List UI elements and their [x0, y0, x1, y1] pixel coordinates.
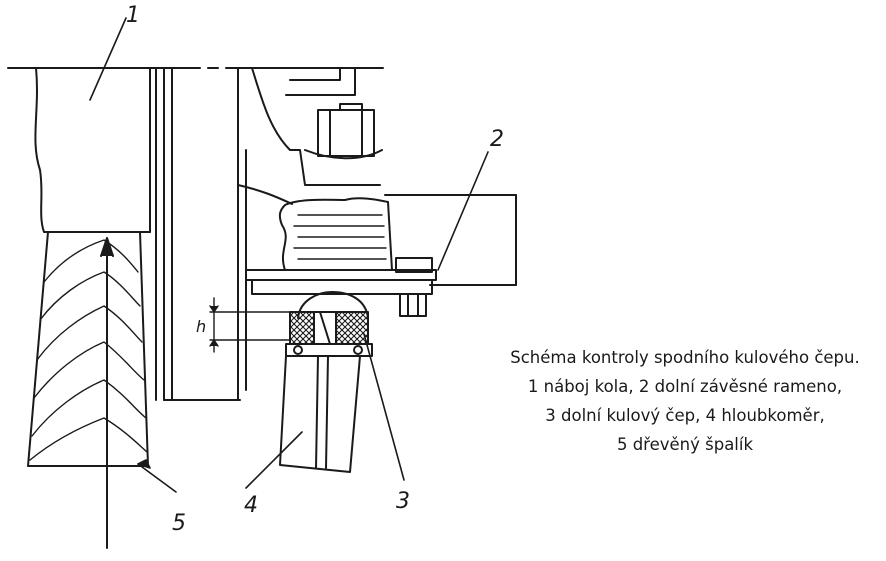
figure-caption: Schéma kontroly spodního kulového čepu. … — [492, 343, 878, 459]
caption-line-parts-3-4: 3 dolní kulový čep, 4 hloubkoměr, — [545, 406, 825, 425]
label-wooden-block: 5 — [172, 511, 186, 536]
caption-line-title: Schéma kontroly spodního kulového čepu. — [510, 348, 860, 367]
wooden-block-part — [27, 231, 149, 549]
caption-line-part-5: 5 dřevěný špalík — [616, 435, 754, 454]
label-ball-joint: 3 — [396, 489, 410, 514]
knuckle-body — [237, 67, 383, 205]
label-dimension-h: h — [196, 317, 206, 336]
wheel-hub-part — [34, 67, 247, 401]
ball-joint-part — [285, 291, 373, 357]
caption-line-parts-1-2: 1 náboj kola, 2 dolní závěsné rameno, — [527, 377, 843, 396]
label-wheel-hub: 1 — [126, 3, 140, 28]
hex-nut-icon — [317, 103, 375, 157]
label-depth-gauge: 4 — [244, 493, 258, 518]
dimension-h — [209, 297, 291, 353]
leader-lines — [89, 17, 489, 493]
label-lower-arm: 2 — [490, 127, 504, 152]
depth-gauge-part — [279, 355, 361, 473]
lower-arm-part — [245, 194, 517, 317]
